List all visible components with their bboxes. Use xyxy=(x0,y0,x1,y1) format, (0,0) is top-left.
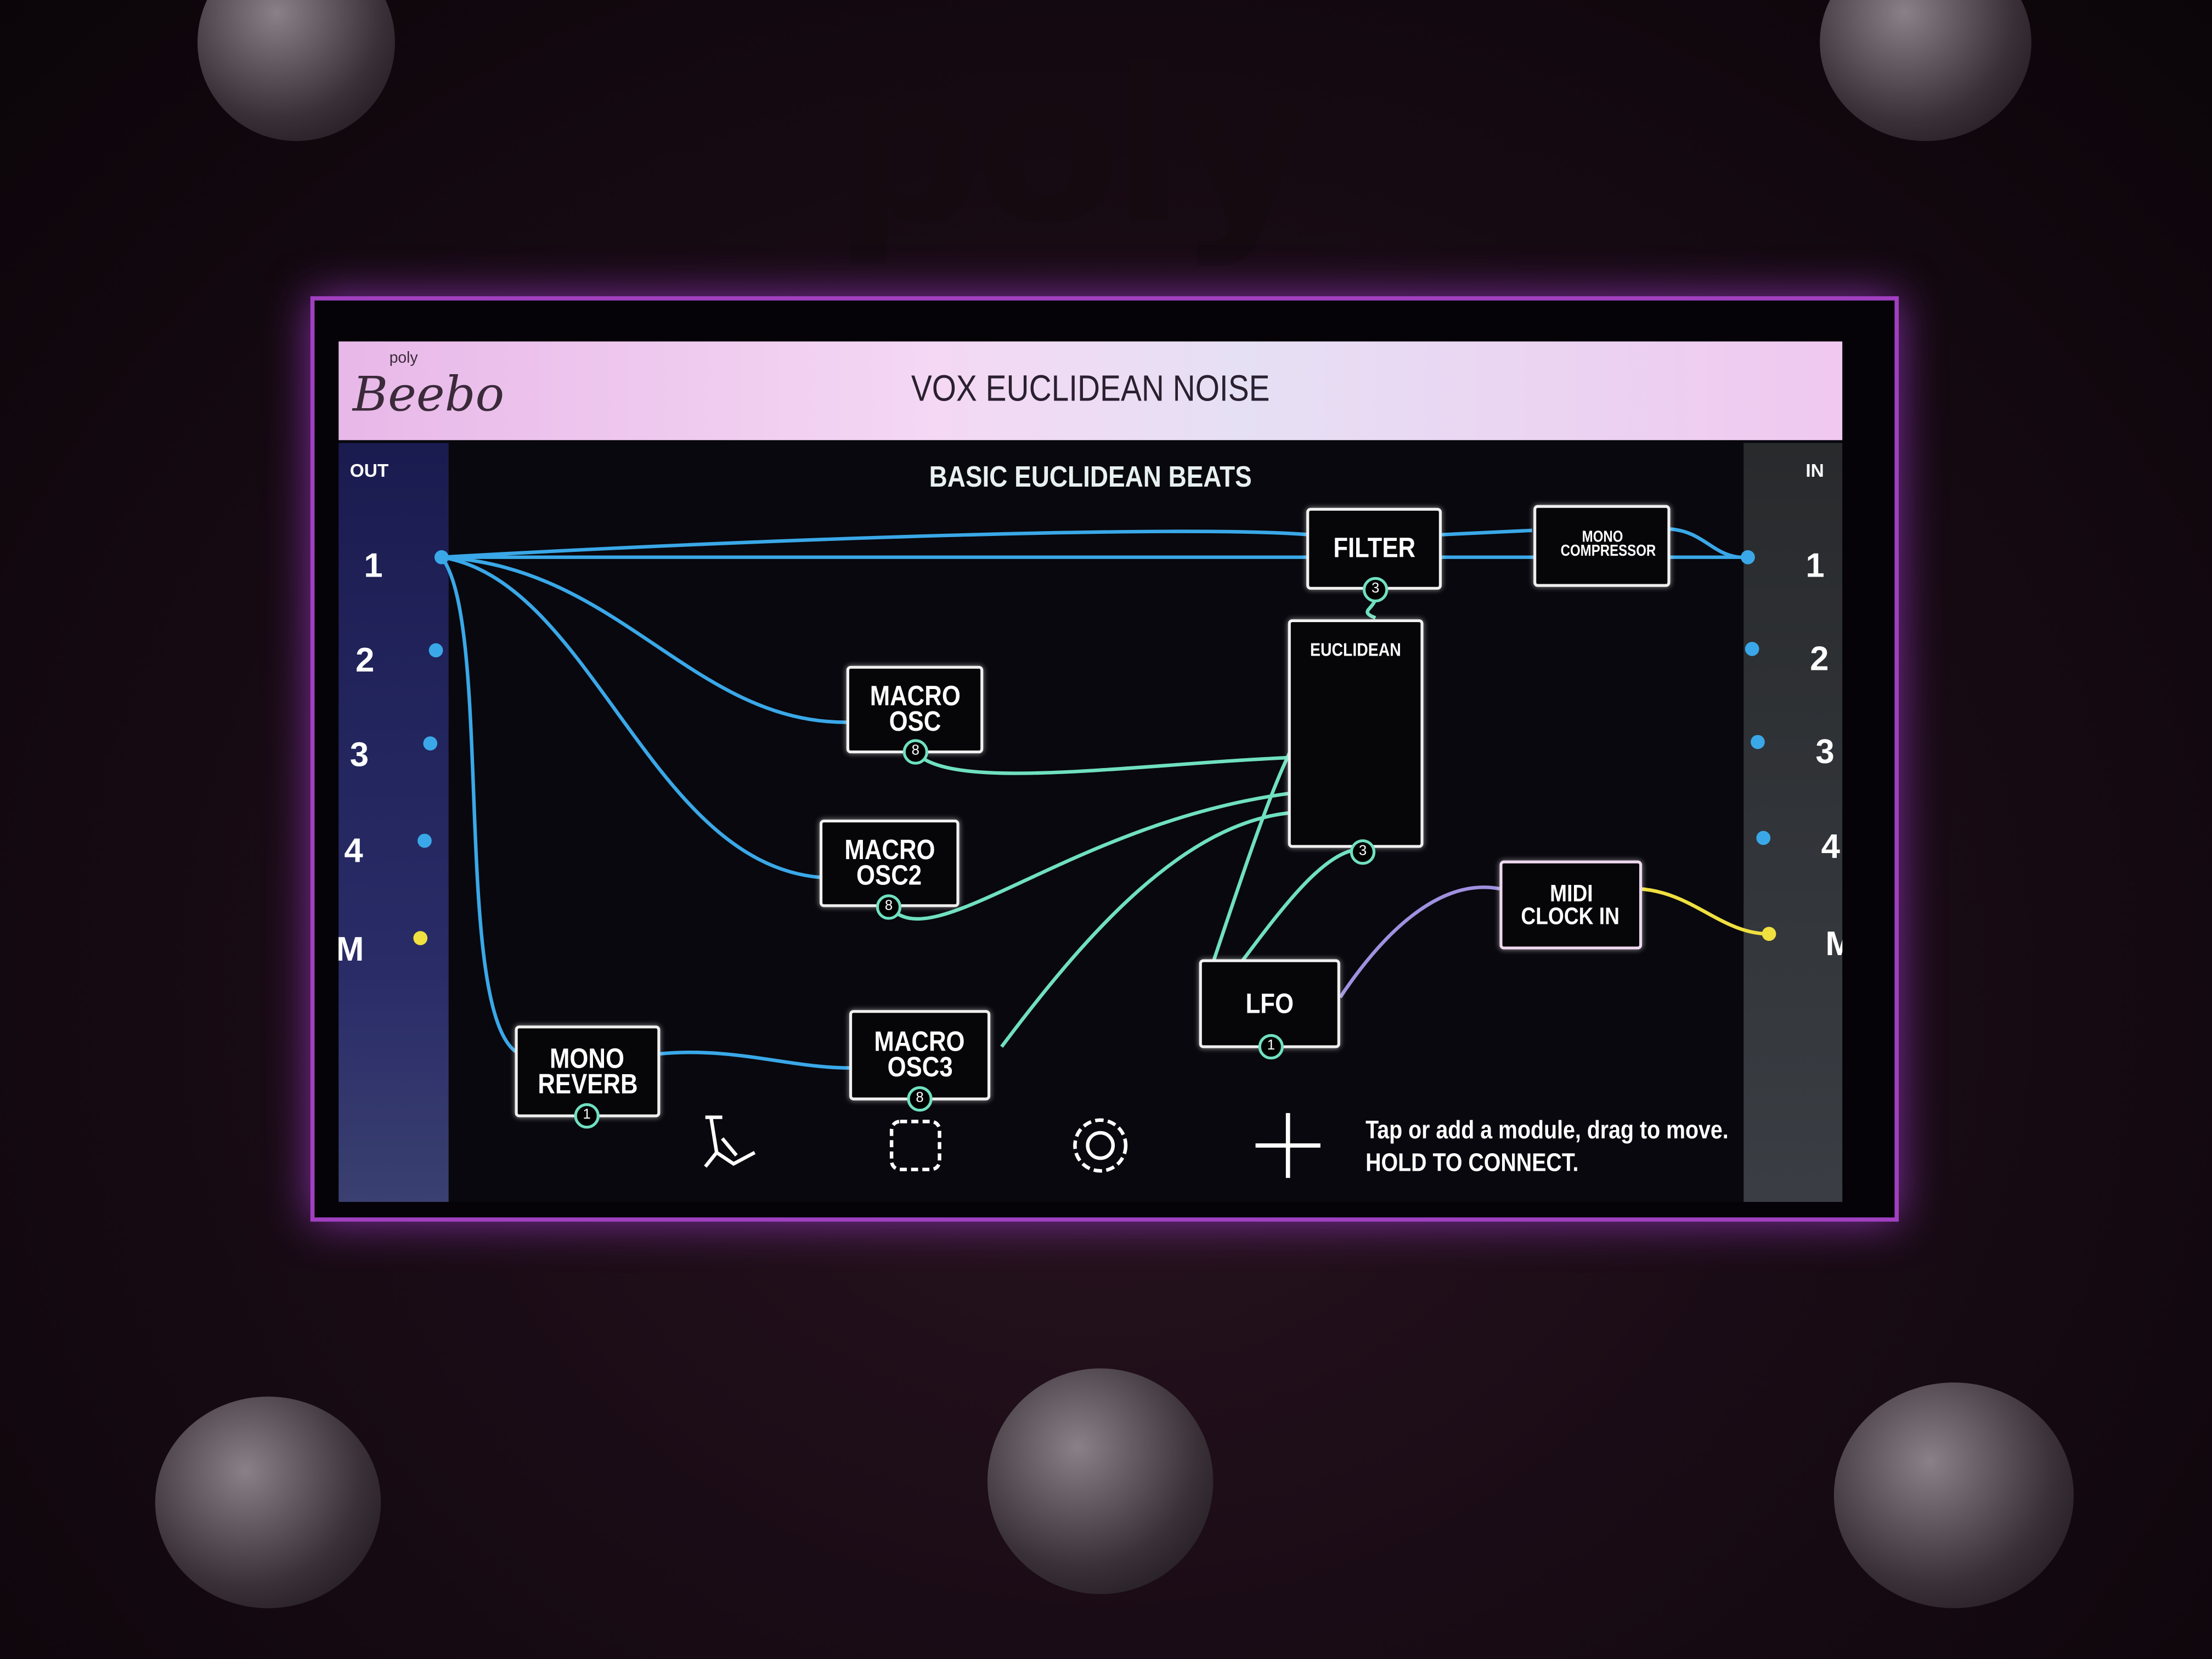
patch-name: BASIC EUCLIDEAN BEATS xyxy=(929,461,1252,494)
out-label: OUT xyxy=(349,460,389,481)
voice-badge: 8 xyxy=(907,1086,933,1112)
module-mono-compressor[interactable]: MONO COMPRESSOR xyxy=(1533,505,1671,587)
input-column xyxy=(1743,443,1843,1202)
in-port-2[interactable]: 2 xyxy=(1810,640,1829,679)
module-label: MACRO xyxy=(874,1026,966,1058)
in-label: IN xyxy=(1805,460,1824,481)
module-label: MONO xyxy=(550,1043,625,1075)
out-port-3[interactable]: 3 xyxy=(349,736,369,775)
cable xyxy=(1441,527,1750,560)
port-dot xyxy=(423,736,438,751)
module-label: MONO COMPRESSOR xyxy=(1560,529,1656,560)
port-dot xyxy=(1751,735,1765,749)
hint-line-2: HOLD TO CONNECT. xyxy=(1365,1148,1579,1177)
logo-text: Beebo xyxy=(352,366,505,424)
in-port-1[interactable]: 1 xyxy=(1805,547,1825,586)
in-port-4[interactable]: 4 xyxy=(1821,828,1841,866)
in-port-3[interactable]: 3 xyxy=(1815,733,1835,772)
port-dot xyxy=(1745,641,1759,656)
in-port-m[interactable]: M xyxy=(1825,926,1842,965)
port-dot xyxy=(434,550,449,565)
tuning-fork-icon[interactable] xyxy=(691,1110,762,1181)
out-port-2[interactable]: 2 xyxy=(355,641,375,680)
cable xyxy=(1638,887,1769,936)
voice-badge: 8 xyxy=(876,894,902,920)
footswitch-c[interactable] xyxy=(1833,1382,2074,1609)
module-label: LFO xyxy=(1245,988,1294,1019)
cable xyxy=(441,529,1310,559)
module-label: OSC3 xyxy=(887,1052,953,1084)
hint-line-1: Tap or add a module, drag to move. xyxy=(1365,1115,1729,1144)
module-label: MACRO xyxy=(869,681,961,713)
plus-icon[interactable] xyxy=(1252,1110,1323,1181)
module-euclidean[interactable]: EUCLIDEAN xyxy=(1288,619,1424,848)
hint-text: Tap or add a module, drag to move. HOLD T… xyxy=(1365,1114,1729,1179)
port-dot xyxy=(1756,831,1771,845)
voice-badge: 8 xyxy=(902,739,928,765)
out-port-1[interactable]: 1 xyxy=(364,547,383,586)
module-label: MACRO xyxy=(844,835,935,866)
footswitch-a[interactable] xyxy=(155,1396,381,1609)
module-label: CLOCK IN xyxy=(1521,902,1621,929)
voice-badge: 3 xyxy=(1362,577,1389,602)
cable xyxy=(660,1051,849,1070)
module-label: OSC2 xyxy=(856,860,922,892)
cable xyxy=(441,555,847,724)
module-lfo[interactable]: LFO xyxy=(1199,959,1340,1048)
port-dot xyxy=(413,931,428,945)
brand-logo: poly xyxy=(832,25,1314,271)
module-label: REVERB xyxy=(537,1068,638,1100)
port-dot xyxy=(428,643,443,658)
cable xyxy=(1211,749,1293,963)
cable xyxy=(440,556,520,1056)
gear-icon[interactable] xyxy=(1065,1110,1136,1181)
cable xyxy=(1000,810,1294,1048)
cable xyxy=(1339,885,1500,998)
voice-badge: 1 xyxy=(574,1103,600,1129)
module-label: MIDI xyxy=(1549,881,1593,907)
preset-title[interactable]: VOX EUCLIDEAN NOISE xyxy=(911,366,1270,409)
patch-cables xyxy=(413,527,1776,1070)
port-dot xyxy=(417,833,432,848)
out-port-4[interactable]: 4 xyxy=(344,832,363,871)
voice-badge: 3 xyxy=(1350,839,1376,865)
cable xyxy=(441,555,821,879)
module-label: FILTER xyxy=(1333,533,1415,565)
voice-badge: 1 xyxy=(1258,1034,1284,1060)
logo-small: poly xyxy=(389,349,418,367)
module-label: EUCLIDEAN xyxy=(1310,639,1402,661)
out-port-m[interactable]: M xyxy=(338,931,364,970)
module-label: OSC xyxy=(889,707,941,738)
cable xyxy=(912,749,1291,775)
knob-right[interactable] xyxy=(1820,0,2032,142)
knob-left[interactable] xyxy=(197,0,395,142)
output-column xyxy=(338,443,449,1202)
port-dot xyxy=(1741,550,1755,565)
cable xyxy=(887,791,1294,921)
cable xyxy=(1240,847,1362,963)
chip-icon[interactable] xyxy=(881,1110,951,1181)
footswitch-b[interactable] xyxy=(987,1368,1214,1594)
